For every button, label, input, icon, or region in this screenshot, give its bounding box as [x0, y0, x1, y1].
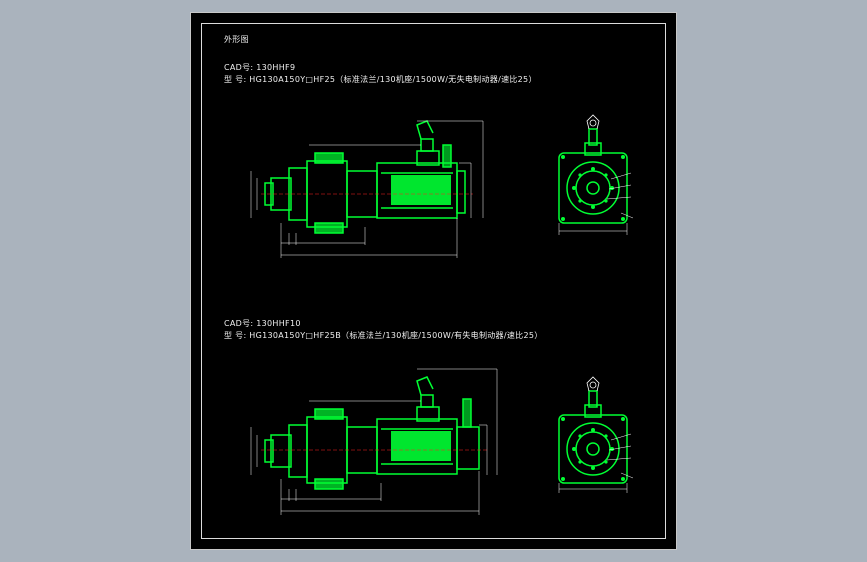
- drawing-sheet: 外形图 CAD号: 130HHF9 型 号: HG130A150Y□HF25（标…: [190, 12, 677, 550]
- model-description-2: 型 号: HG130A150Y□HF25B（标准法兰/130机座/1500W/有…: [224, 331, 543, 340]
- cad-number-2: CAD号: 130HHF10: [224, 319, 301, 328]
- motor-front-view-2: [558, 376, 634, 493]
- motor-front-view-1: [558, 114, 634, 235]
- motor-side-view-1: [250, 120, 484, 258]
- cad-number-1: CAD号: 130HHF9: [224, 63, 296, 72]
- cad-drawing: [250, 114, 634, 515]
- sheet-title: 外形图: [224, 35, 249, 44]
- drawing-frame: [201, 23, 666, 539]
- model-description-1: 型 号: HG130A150Y□HF25（标准法兰/130机座/1500W/无失…: [224, 75, 537, 84]
- motor-side-view-2: [250, 368, 498, 515]
